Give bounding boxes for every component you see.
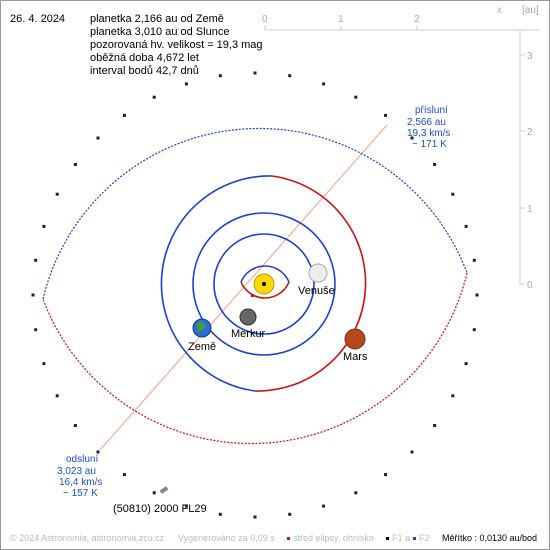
mars-orbit-blue xyxy=(160,175,273,392)
earth-land xyxy=(197,322,206,333)
perihelion-speed: 19,3 km/s xyxy=(407,128,450,139)
aphelion-speed: 16,4 km/s xyxy=(59,477,102,488)
venus-label: Venuše xyxy=(298,285,335,297)
orbit-point xyxy=(152,491,156,495)
orbit-point xyxy=(354,95,358,99)
aphelion-temperature: ~ 157 K xyxy=(63,488,98,499)
orbit-point xyxy=(184,82,188,86)
asteroid-marker xyxy=(159,486,169,494)
info-orbital-period: oběžná doba 4,672 let xyxy=(90,52,199,64)
orbit-point xyxy=(152,95,156,99)
asteroid-label: (50810) 2000 FL29 xyxy=(113,503,207,515)
mercury-label: Merkur xyxy=(231,328,266,340)
orbit-point xyxy=(410,136,414,140)
x-tick-label-0: 0 xyxy=(262,14,268,25)
perihelion-temperature: ~ 171 K xyxy=(412,139,447,150)
info-point-interval: interval bodů 42,7 dnů xyxy=(90,65,199,77)
info-magnitude: pozorovaná hv. velikost = 19,3 mag xyxy=(90,39,263,51)
y-tick-label-0: 0 xyxy=(527,280,533,291)
orbit-point xyxy=(475,293,479,297)
orbit-point xyxy=(472,258,476,262)
sun-focus-marker xyxy=(262,282,266,286)
mars-label: Mars xyxy=(343,351,368,363)
footer-scale: Měřítko : 0,0130 au/bod xyxy=(442,533,538,543)
footer-legend-f1: F1 a xyxy=(392,533,411,543)
orbit-point xyxy=(31,293,35,297)
x-axis-label: x xyxy=(497,5,502,16)
orbit-point xyxy=(451,192,455,196)
y-tick-label-1: 1 xyxy=(527,204,533,215)
earth-label: Země xyxy=(188,341,216,353)
orbit-point xyxy=(123,473,126,477)
legend-f1-marker xyxy=(386,537,389,540)
aphelion-title: odsluní xyxy=(66,454,98,465)
orbit-point xyxy=(472,328,476,332)
orbit-point xyxy=(322,504,326,508)
orbit-point xyxy=(384,113,387,117)
mercury-body xyxy=(239,308,257,326)
orbit-point xyxy=(322,82,326,86)
orbit-point xyxy=(253,71,257,75)
mercury-orbit-red xyxy=(240,281,290,299)
orbit-point xyxy=(288,74,292,78)
mercury-orbit-blue xyxy=(240,265,290,283)
asteroid-orbit-red xyxy=(42,272,468,445)
unit-label: [au] xyxy=(522,5,539,16)
orbit-point xyxy=(354,491,358,495)
asteroid-orbit-blue xyxy=(42,127,468,300)
aphelion-distance: 3,023 au xyxy=(57,466,96,477)
orbit-point xyxy=(55,192,59,196)
earth-orbit xyxy=(192,212,336,356)
orbit-point xyxy=(73,424,77,427)
orbit-point xyxy=(218,74,222,78)
x-tick-label-2: 2 xyxy=(414,14,420,25)
perihelion-title: přísluní xyxy=(415,105,448,116)
mars-orbit-red xyxy=(254,175,367,392)
footer-legend-center: střed elipsy, ohnisko xyxy=(293,533,374,543)
ellipse-center-marker xyxy=(251,294,254,297)
orbit-point xyxy=(384,473,387,477)
orbit-point xyxy=(73,163,77,166)
orbit-point xyxy=(464,224,468,228)
x-tick-label-1: 1 xyxy=(338,14,344,25)
perihelion-distance: 2,566 au xyxy=(407,117,446,128)
footer-legend-f2: F2 xyxy=(419,533,430,543)
legend-f2-marker xyxy=(413,537,416,540)
info-sun-distance: planetka 3,010 au od Slunce xyxy=(90,26,230,38)
orbit-point xyxy=(42,224,46,228)
orbit-point xyxy=(55,394,59,398)
orbit-point xyxy=(123,113,126,117)
y-tick-label-3: 3 xyxy=(527,51,533,62)
orbit-point xyxy=(218,512,222,516)
footer-generated: Vygenerováno za 0,09 s xyxy=(178,533,275,543)
date-label: 26. 4. 2024 xyxy=(10,13,66,25)
asteroid-orbit-points xyxy=(31,71,479,519)
orbit-point xyxy=(410,450,414,454)
orbit-point xyxy=(464,362,468,366)
orbit-point xyxy=(288,512,292,516)
legend-center-marker xyxy=(287,537,290,540)
y-tick-label-2: 2 xyxy=(527,127,533,138)
mars-body xyxy=(344,328,366,350)
venus-orbit xyxy=(213,233,315,335)
orbit-point xyxy=(253,515,257,519)
orbit-point xyxy=(433,424,437,427)
orbit-point xyxy=(34,258,38,262)
orbit-point xyxy=(96,450,100,454)
venus-body xyxy=(308,263,328,283)
orbit-point xyxy=(451,394,455,398)
info-earth-distance: planetka 2,166 au od Země xyxy=(90,13,224,25)
orbit-point xyxy=(34,328,38,332)
orbit-point xyxy=(96,136,100,140)
orbit-point xyxy=(42,362,46,366)
orbit-point xyxy=(433,163,437,166)
orbit-point xyxy=(184,504,188,508)
footer-copyright: © 2024 Astronomia, astronomia.zcu.cz xyxy=(10,533,165,543)
